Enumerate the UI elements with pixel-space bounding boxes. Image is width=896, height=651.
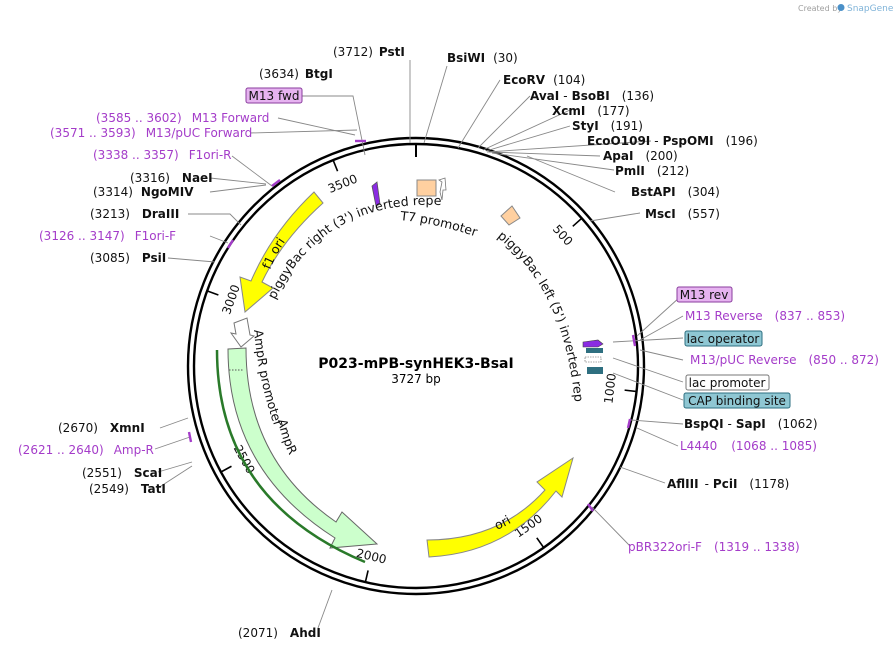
tick-mark-500 [572, 217, 583, 227]
feature-t7-promoter-arrow[interactable] [438, 177, 447, 201]
badge-lac-promoter[interactable]: lac promoter [685, 374, 770, 391]
site-draiii[interactable]: (3213)DraIII [90, 207, 179, 221]
badge-cap-binding-site[interactable]: CAP binding site [683, 392, 791, 409]
primer-pbr322ori-f[interactable]: pBR322ori-F(1319 .. 1338) [628, 540, 800, 554]
site-xcmi[interactable]: XcmI(177) [552, 104, 630, 118]
primer-m13-puc-forward[interactable]: (3571 .. 3593)M13/pUC Forward [50, 126, 252, 140]
site-xmni[interactable]: (2670)XmnI [58, 421, 145, 435]
site-bstapi[interactable]: BstAPI(304) [631, 185, 720, 199]
primer-mark-f1ori-f [226, 239, 235, 249]
site-bspqi-sapi[interactable]: BspQI-SapI(1062) [684, 417, 818, 431]
feature-ampr-promoter-arrow[interactable] [229, 317, 256, 348]
feature-ampr[interactable] [227, 347, 379, 549]
primer-f1ori-f[interactable]: (3126 .. 3147)F1ori-F [39, 229, 176, 243]
feature-pb-right-box[interactable] [416, 179, 437, 197]
tick-mark-1000 [624, 389, 637, 393]
site-ngomiv[interactable]: (3314)NgoMIV [93, 185, 194, 199]
tick-label-500: 500 [550, 222, 576, 248]
tick-label-3000: 3000 [219, 283, 243, 316]
site-ahdi[interactable]: (2071)AhdI [238, 626, 321, 640]
svg-text:CAP binding site: CAP binding site [688, 394, 786, 408]
primer-mark-m13-reverse [631, 334, 637, 347]
tick-mark-1500 [536, 537, 545, 549]
primer-l4440[interactable]: L4440(1068 .. 1085) [680, 439, 817, 453]
badge-m13-rev[interactable]: M13 rev [676, 286, 733, 303]
snapgene-logo-icon [837, 4, 845, 11]
feature-m13rev-arrow[interactable] [582, 339, 604, 348]
primer-marks [187, 139, 637, 512]
tick-mark-2500 [220, 465, 232, 473]
plasmid-name: P023-mPB-synHEK3-BsaI [318, 356, 513, 372]
feature-lac-operator-box[interactable] [586, 348, 603, 353]
feature-cap-site-box[interactable] [587, 367, 603, 374]
site-msci[interactable]: MscI(557) [645, 207, 720, 221]
primer-mark-f1ori-r [271, 179, 281, 187]
feature-lac-promoter-arrow[interactable] [584, 356, 602, 363]
site-naei[interactable]: (3316)NaeI [130, 171, 213, 185]
site-apai[interactable]: ApaI(200) [603, 149, 678, 163]
feature-pb-right-marker[interactable] [371, 181, 381, 207]
tick-mark-3500 [332, 159, 339, 172]
site-psii[interactable]: (3085)PsiI [90, 251, 166, 265]
leader-lines [154, 60, 684, 629]
feature-ampr-primer-track [215, 349, 366, 564]
primer-m13-reverse[interactable]: M13 Reverse(837 .. 853) [685, 309, 845, 323]
svg-text:M13 rev: M13 rev [680, 288, 729, 302]
badge-lac-operator[interactable]: lac operator [684, 330, 763, 347]
feature-pb-left-box[interactable] [500, 205, 521, 226]
site-styi[interactable]: StyI(191) [572, 119, 643, 133]
primer-mark-l4440 [626, 418, 632, 429]
site-scai[interactable]: (2551)ScaI [82, 466, 162, 480]
primer-m13-puc-reverse[interactable]: M13/pUC Reverse(850 .. 872) [690, 353, 879, 367]
primer-f1ori-r[interactable]: (3338 .. 3357)F1ori-R [93, 148, 232, 162]
plasmid-length: 3727 bp [391, 372, 441, 386]
primer-m13-forward[interactable]: (3585 .. 3602)M13 Forward [96, 111, 269, 125]
svg-text:lac operator: lac operator [687, 332, 760, 346]
site-bsiwi[interactable]: BsiWI(30) [447, 51, 518, 65]
site-tati[interactable]: (2549)TatI [89, 482, 166, 496]
feature-f1-ori[interactable] [239, 191, 324, 313]
site-pmli[interactable]: PmlI(212) [615, 164, 689, 178]
site-btgI[interactable]: (3634)BtgI [259, 67, 333, 81]
tick-label-3500: 3500 [326, 172, 360, 196]
site-pstI[interactable]: (3712)PstI [333, 45, 405, 59]
label-ampr: AmpR [275, 417, 301, 457]
tick-mark-2000 [364, 570, 369, 583]
primer-mark-amp-r [187, 431, 193, 443]
lac-cluster [582, 339, 604, 374]
primer-amp-r[interactable]: (2621 .. 2640)Amp-R [18, 443, 154, 457]
label-t7-promoter: T7 promoter [399, 208, 481, 240]
credit-brand: SnapGene [847, 4, 894, 14]
feature-ori[interactable] [426, 456, 574, 558]
site-ava1-bsobi[interactable]: AvaI-BsoBI(136) [530, 89, 654, 103]
svg-text:M13 fwd: M13 fwd [249, 89, 300, 103]
site-ecoo109i-pspomi[interactable]: EcoO109I-PspOMI(196) [587, 134, 758, 148]
site-afliii-pcii[interactable]: AflIII-PciI(1178) [667, 477, 789, 491]
site-ecorv[interactable]: EcoRV(104) [503, 73, 585, 87]
label-ori: ori [492, 512, 513, 533]
tick-mark-3000 [206, 290, 219, 296]
tick-label-1000: 1000 [602, 372, 619, 404]
label-ampr-promoter: AmpR promoter [251, 329, 286, 429]
badge-m13-fwd[interactable]: M13 fwd [245, 87, 303, 104]
tick-label-2000: 2000 [355, 546, 388, 567]
svg-text:lac promoter: lac promoter [689, 376, 766, 390]
primer-mark-pbr322ori-f [587, 503, 594, 512]
credit-text: Created by [798, 4, 842, 13]
